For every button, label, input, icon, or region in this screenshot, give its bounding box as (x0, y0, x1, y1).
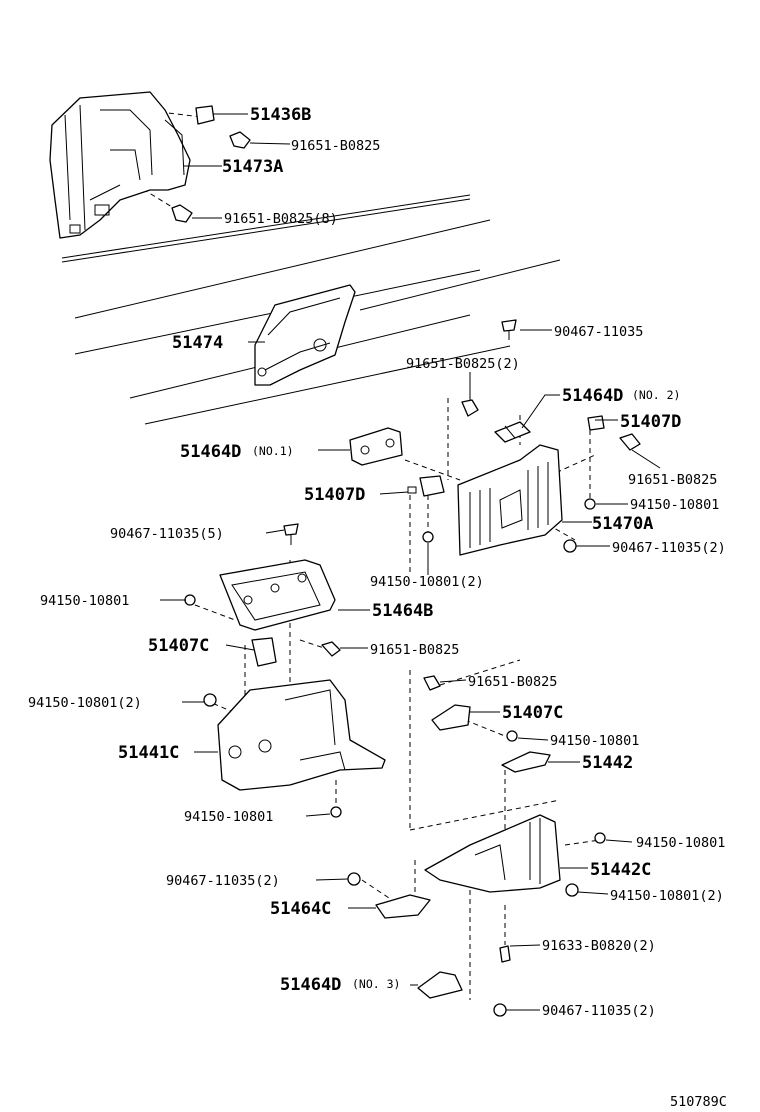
callout-51464D-no2: 51464D (562, 386, 623, 406)
part-51407D-right (587, 415, 605, 431)
callout-51436B: 51436B (250, 105, 311, 125)
clip-90467-2c (493, 1003, 507, 1017)
bolt-91651-top (229, 131, 251, 149)
callout-94150-10801-right2: 94150-10801 (636, 835, 725, 851)
nut-94150-l1 (184, 594, 196, 606)
callout-94150-10801-mid: 94150-10801 (550, 733, 639, 749)
callout-94150-10801-2a: 94150-10801(2) (370, 574, 484, 590)
part-51407D-left (407, 475, 445, 497)
nut-94150-r2 (594, 832, 606, 844)
callout-51464D-no3: 51464D (280, 975, 341, 995)
part-51407C-right (431, 704, 471, 731)
part-51464D-no3 (417, 971, 463, 999)
nut-94150-2c (565, 883, 579, 897)
callout-91651-B0825-2: 91651-B0825(2) (406, 356, 520, 372)
callout-91651-B0825-8: 91651-B0825(8) (224, 211, 338, 227)
part-51407C-left (251, 637, 277, 667)
callout-91651-B0825-top: 91651-B0825 (291, 138, 380, 154)
callout-51464D-no3-sub: (NO. 3) (352, 977, 400, 991)
callout-94150-10801-2c: 94150-10801(2) (610, 888, 724, 904)
bolt-91651-2 (461, 399, 479, 417)
callout-94150-10801-bottom: 94150-10801 (184, 809, 273, 825)
part-51442 (501, 751, 551, 773)
bolt-91651-right (619, 433, 641, 451)
bolt-91651-m2 (423, 675, 441, 691)
diagram-id: 510789C (670, 1094, 727, 1110)
part-51474-bracket (254, 284, 356, 386)
callout-51464D-no1: 51464D (180, 442, 241, 462)
callout-51464B: 51464B (372, 601, 433, 621)
callout-51442: 51442 (582, 753, 633, 773)
callout-51407D-right: 51407D (620, 412, 681, 432)
clip-90467-5 (283, 523, 299, 545)
part-51442C (424, 814, 561, 893)
nut-94150-m (330, 806, 342, 818)
callout-91651-B0825-mid: 91651-B0825 (370, 642, 459, 658)
callout-90467-11035-2a: 90467-11035(2) (612, 540, 726, 556)
callout-51474: 51474 (172, 333, 223, 353)
callout-51407C-left: 51407C (148, 636, 209, 656)
callout-51464C: 51464C (270, 899, 331, 919)
callout-90467-11035-top: 90467-11035 (554, 324, 643, 340)
clip-90467-top (501, 319, 517, 340)
callout-51464D-no2-sub: (NO. 2) (632, 388, 680, 402)
callout-91651-B0825-mid2: 91651-B0825 (468, 674, 557, 690)
callout-94150-10801-right1: 94150-10801 (630, 497, 719, 513)
callout-51407C-right: 51407C (502, 703, 563, 723)
nut-94150-b (506, 730, 518, 742)
callout-90467-11035-2c: 90467-11035(2) (542, 1003, 656, 1019)
bolt-91651-8 (171, 204, 193, 223)
callout-90467-11035-5: 90467-11035(5) (110, 526, 224, 542)
part-51436B-clip (195, 105, 215, 125)
nut-94150-r1 (584, 498, 596, 510)
callout-51464D-no1-sub: (NO.1) (252, 444, 294, 458)
clip-90467-2a (563, 539, 577, 553)
bolt-91633 (499, 945, 511, 963)
callout-51407D-left: 51407D (304, 485, 365, 505)
part-51464D-no2 (494, 421, 531, 443)
callout-51441C: 51441C (118, 743, 179, 763)
callout-94150-10801-2b: 94150-10801(2) (28, 695, 142, 711)
leader-lines (160, 113, 661, 1011)
part-51464B-tray (219, 559, 336, 631)
callout-91651-B0825-right: 91651-B0825 (628, 472, 717, 488)
part-51464D-no1 (349, 427, 403, 466)
callout-51470A: 51470A (592, 514, 653, 534)
callout-91633-B0820-2: 91633-B0820(2) (542, 938, 656, 954)
part-51441C-bracket (217, 679, 386, 791)
part-51470A-panel (457, 444, 563, 556)
callout-90467-11035-2b: 90467-11035(2) (166, 873, 280, 889)
callout-51473A: 51473A (222, 157, 283, 177)
nut-94150-2a (422, 531, 434, 543)
part-51473A-housing (49, 91, 191, 239)
callout-51442C: 51442C (590, 860, 651, 880)
bolt-91651-mid (321, 641, 341, 657)
part-51464C (375, 894, 431, 919)
nut-94150-2b (203, 693, 217, 707)
clip-90467-2b (347, 872, 361, 886)
callout-labels: 51436B 91651-B0825 51473A 91651-B0825(8)… (28, 105, 726, 1019)
callout-94150-10801-left1: 94150-10801 (40, 593, 129, 609)
